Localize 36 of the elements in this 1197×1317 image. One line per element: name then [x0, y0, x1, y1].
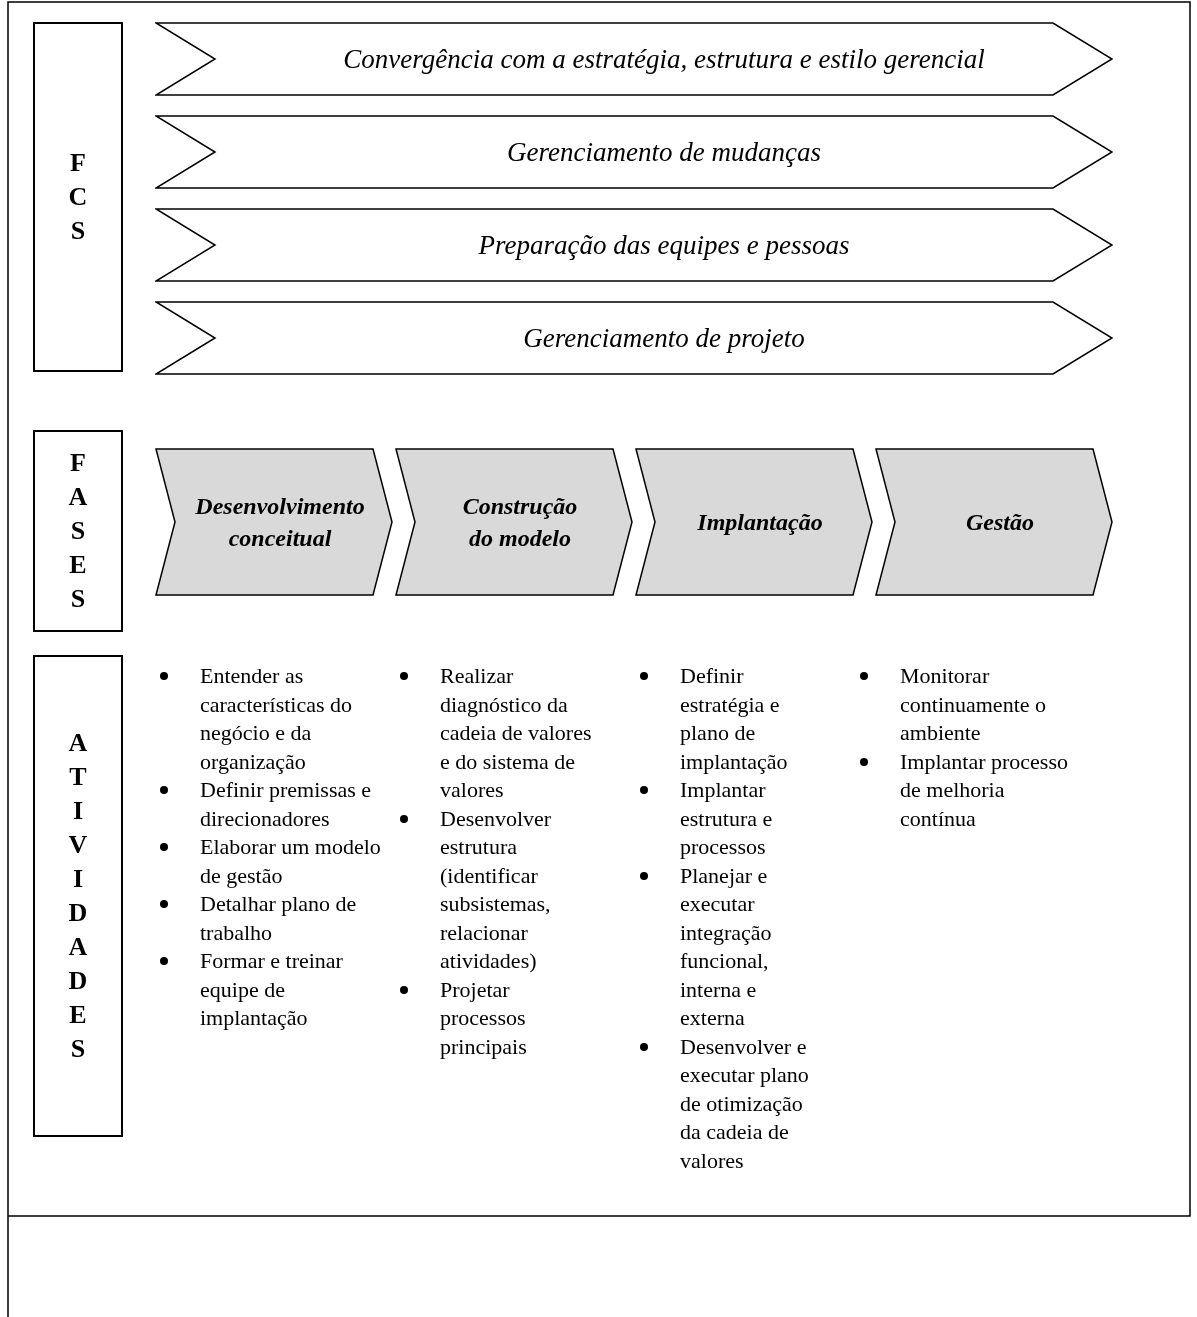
activity-text: Desenvolver e executar plano de otimização da cadeia de valores: [680, 1033, 809, 1173]
side-label-box: [33, 22, 123, 372]
factor-text: Preparação das equipes e pessoas: [477, 229, 850, 261]
factor-text: Gerenciamento de mudanças: [506, 136, 821, 168]
factor-text: Gerenciamento de projeto: [522, 322, 805, 354]
factor-band: [155, 208, 1113, 282]
factor-band: [155, 301, 1113, 375]
factor-band: [155, 115, 1113, 189]
side-label-box: [33, 655, 123, 1137]
phase-title: Construção do modelo: [461, 492, 579, 553]
vertical-heading: A T I V I D A D E S: [68, 727, 88, 1065]
phase-band: [635, 448, 873, 596]
activity-text: Elaborar um modelo de gestão: [200, 834, 381, 888]
activity-text: Projetar processos principais: [440, 976, 527, 1059]
phase-title: Gestão: [965, 508, 1035, 537]
activity-text: Formar e treinar equipe de implantação: [200, 948, 343, 1030]
phase-title: Desenvolvimento conceitual: [194, 492, 366, 553]
activity-text: Realizar diagnóstico da cadeia de valores e do sistema de valores: [440, 663, 592, 802]
activity-text: Definir estratégia e plano de implantação: [680, 663, 788, 774]
activity-text: Implantar estrutura e processos: [680, 777, 773, 859]
activity-text: Desenvolver estrutura (identificar subsistemas, relacionar atividades): [440, 805, 552, 973]
activity-text: Detalhar plano de trabalho: [200, 891, 357, 945]
factor-band: [155, 22, 1113, 96]
activity-text: Definir premissas e direcionadores: [200, 777, 372, 831]
phase-band: [875, 448, 1113, 596]
phase-band: [155, 448, 393, 596]
activity-text: Monitorar continuamente o ambiente: [900, 663, 1046, 745]
vertical-heading: F C S: [68, 147, 88, 247]
side-label-box: [33, 430, 123, 632]
activity-text: Implantar processo de melhoria contínua: [900, 748, 1068, 831]
factor-text: Convergência com a estratégia, estrutura e estilo gerencial: [342, 43, 985, 75]
phase-title: Implantação: [696, 508, 824, 537]
phase-band: [395, 448, 633, 596]
vertical-heading: F A S E S: [68, 447, 88, 615]
activity-text: Entender as características do negócio e da organização: [200, 663, 353, 774]
activity-text: Planejar e executar integração funcional, interna e externa: [680, 862, 772, 1030]
